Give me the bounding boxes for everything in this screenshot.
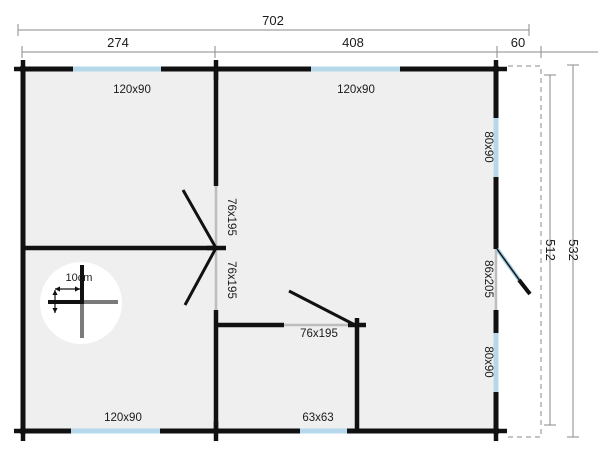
label-top-right-window: 120x90 bbox=[337, 84, 375, 96]
label-partition-door-lower: 76x195 bbox=[225, 261, 237, 299]
door-leaves bbox=[181, 189, 356, 327]
label-bottom-middle-window: 63x63 bbox=[302, 412, 333, 424]
label-partition-door-upper: 76x195 bbox=[225, 198, 237, 236]
wall-thickness-label: 10cm bbox=[66, 272, 93, 284]
top-dimension-702 bbox=[17, 24, 530, 36]
top-dimension-702-label: 702 bbox=[262, 13, 284, 28]
interior-partitions bbox=[23, 69, 366, 431]
entrance-door-86x205 bbox=[494, 247, 532, 310]
top-dimension-chain-lower bbox=[21, 46, 598, 58]
right-dimension-512 bbox=[544, 74, 556, 426]
right-dimension-532-label: 532 bbox=[566, 239, 581, 261]
label-right-upper-window: 80x90 bbox=[482, 131, 494, 162]
canopy-dashed-outline bbox=[508, 65, 542, 438]
label-bottom-left-window: 120x90 bbox=[104, 412, 142, 424]
right-dimension-532 bbox=[567, 64, 579, 438]
wall-thickness-callout: 10cm bbox=[40, 262, 122, 344]
label-right-lower-window: 80x90 bbox=[482, 346, 494, 377]
window-glass-segments bbox=[71, 66, 499, 434]
label-right-entrance-door: 86x205 bbox=[482, 260, 494, 298]
label-top-left-window: 120x90 bbox=[113, 84, 151, 96]
label-interior-door-right: 76x195 bbox=[300, 328, 338, 340]
top-dimension-60-label: 60 bbox=[511, 35, 525, 50]
top-dimension-408-label: 408 bbox=[342, 35, 364, 50]
right-dimension-512-label: 512 bbox=[543, 239, 558, 261]
top-dimension-274-label: 274 bbox=[107, 35, 129, 50]
